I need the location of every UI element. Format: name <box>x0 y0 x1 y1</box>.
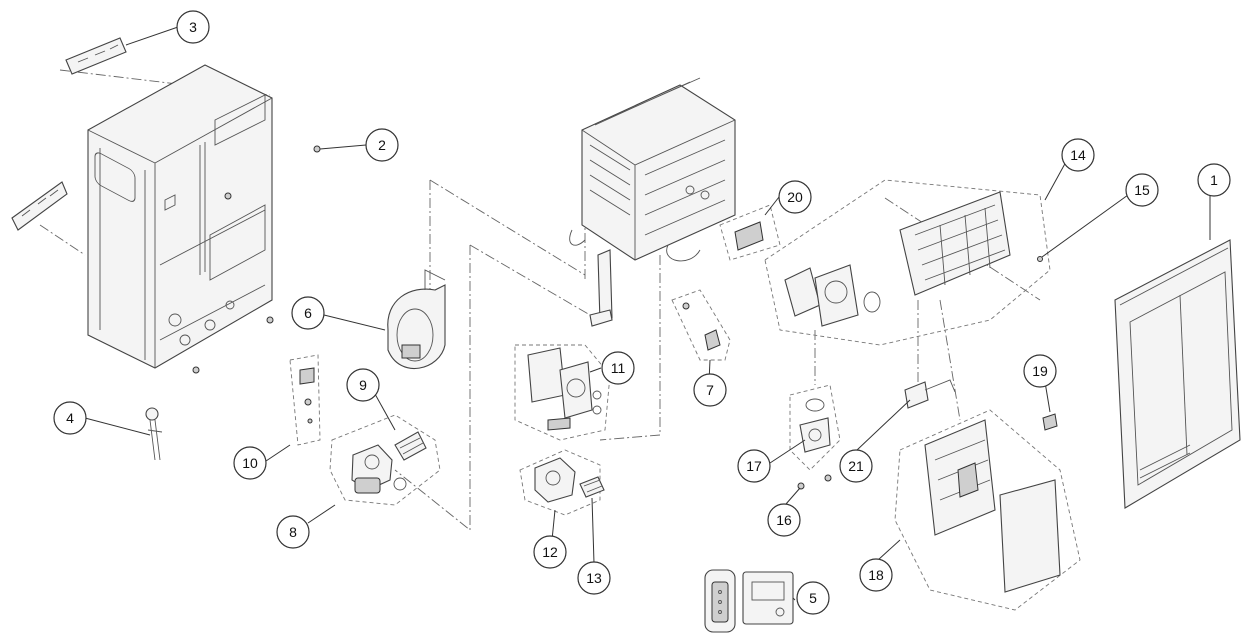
callout-2-label: 2 <box>378 137 386 153</box>
callout-19: 19 <box>1023 354 1057 388</box>
part-9-valve-fitting <box>394 431 427 461</box>
callout-8-label: 8 <box>289 524 297 540</box>
callout-13-label: 13 <box>586 570 602 586</box>
part-5-remote-controls <box>704 569 794 633</box>
callout-15-label: 15 <box>1134 182 1150 198</box>
part-19-chip <box>1042 413 1058 431</box>
part-20-sensor-bracket <box>719 204 781 261</box>
callout-6: 6 <box>291 296 325 330</box>
part-16-screws <box>797 474 832 490</box>
callout-14: 14 <box>1061 138 1095 172</box>
part-13-filter-fitting <box>579 476 605 498</box>
heat-exchanger <box>569 77 736 327</box>
main-casing <box>87 64 274 374</box>
callout-2: 2 <box>365 128 399 162</box>
part-12-water-inlet <box>519 449 601 516</box>
callout-1-label: 1 <box>1210 172 1218 188</box>
leader-lines <box>84 26 1211 601</box>
callout-12-label: 12 <box>542 544 558 560</box>
callout-17: 17 <box>737 449 771 483</box>
callout-8: 8 <box>276 515 310 549</box>
callout-4: 4 <box>53 401 87 435</box>
callout-5-label: 5 <box>809 590 817 606</box>
callout-11: 11 <box>601 351 635 385</box>
part-14-control-assembly <box>764 179 1051 346</box>
callout-7: 7 <box>693 373 727 407</box>
callout-21-label: 21 <box>848 458 864 474</box>
callout-19-label: 19 <box>1032 363 1048 379</box>
callout-10: 10 <box>233 446 267 480</box>
callout-11-label: 11 <box>611 360 626 376</box>
part-15-screw <box>1037 256 1043 262</box>
callout-6-label: 6 <box>304 305 312 321</box>
callout-13: 13 <box>577 561 611 595</box>
callout-20: 20 <box>778 180 812 214</box>
callout-12: 12 <box>533 535 567 569</box>
callout-1: 1 <box>1197 163 1231 197</box>
callout-16: 16 <box>767 503 801 537</box>
callout-5: 5 <box>796 581 830 615</box>
callout-18-label: 18 <box>868 567 884 583</box>
part-11-water-valve <box>514 344 611 441</box>
part-8-gas-valve <box>329 414 441 506</box>
part-18-pcb-assembly <box>894 409 1081 611</box>
part-3-top-bracket <box>65 37 127 75</box>
callout-17-label: 17 <box>746 458 762 474</box>
part-4-sensor <box>145 407 163 461</box>
callout-14-label: 14 <box>1070 147 1086 163</box>
part-7-thermistor <box>671 289 731 361</box>
callout-18: 18 <box>859 558 893 592</box>
callout-3-label: 3 <box>189 19 197 35</box>
callout-7-label: 7 <box>706 382 714 398</box>
callout-9: 9 <box>346 368 380 402</box>
callout-3: 3 <box>176 10 210 44</box>
callout-16-label: 16 <box>776 512 792 528</box>
part-21-sensor <box>904 379 956 409</box>
part-10-igniter-parts <box>289 354 321 446</box>
part-17-valve-unit <box>789 384 841 471</box>
callout-20-label: 20 <box>787 189 803 205</box>
part-4-wall-bracket <box>11 181 68 231</box>
callout-21: 21 <box>839 449 873 483</box>
part-1-front-cover <box>1114 239 1241 509</box>
callout-10-label: 10 <box>242 455 258 471</box>
part-6-blower-fan <box>387 269 446 369</box>
callout-15: 15 <box>1125 173 1159 207</box>
callout-9-label: 9 <box>359 377 367 393</box>
part-2-screw <box>313 145 321 153</box>
callout-4-label: 4 <box>66 410 74 426</box>
